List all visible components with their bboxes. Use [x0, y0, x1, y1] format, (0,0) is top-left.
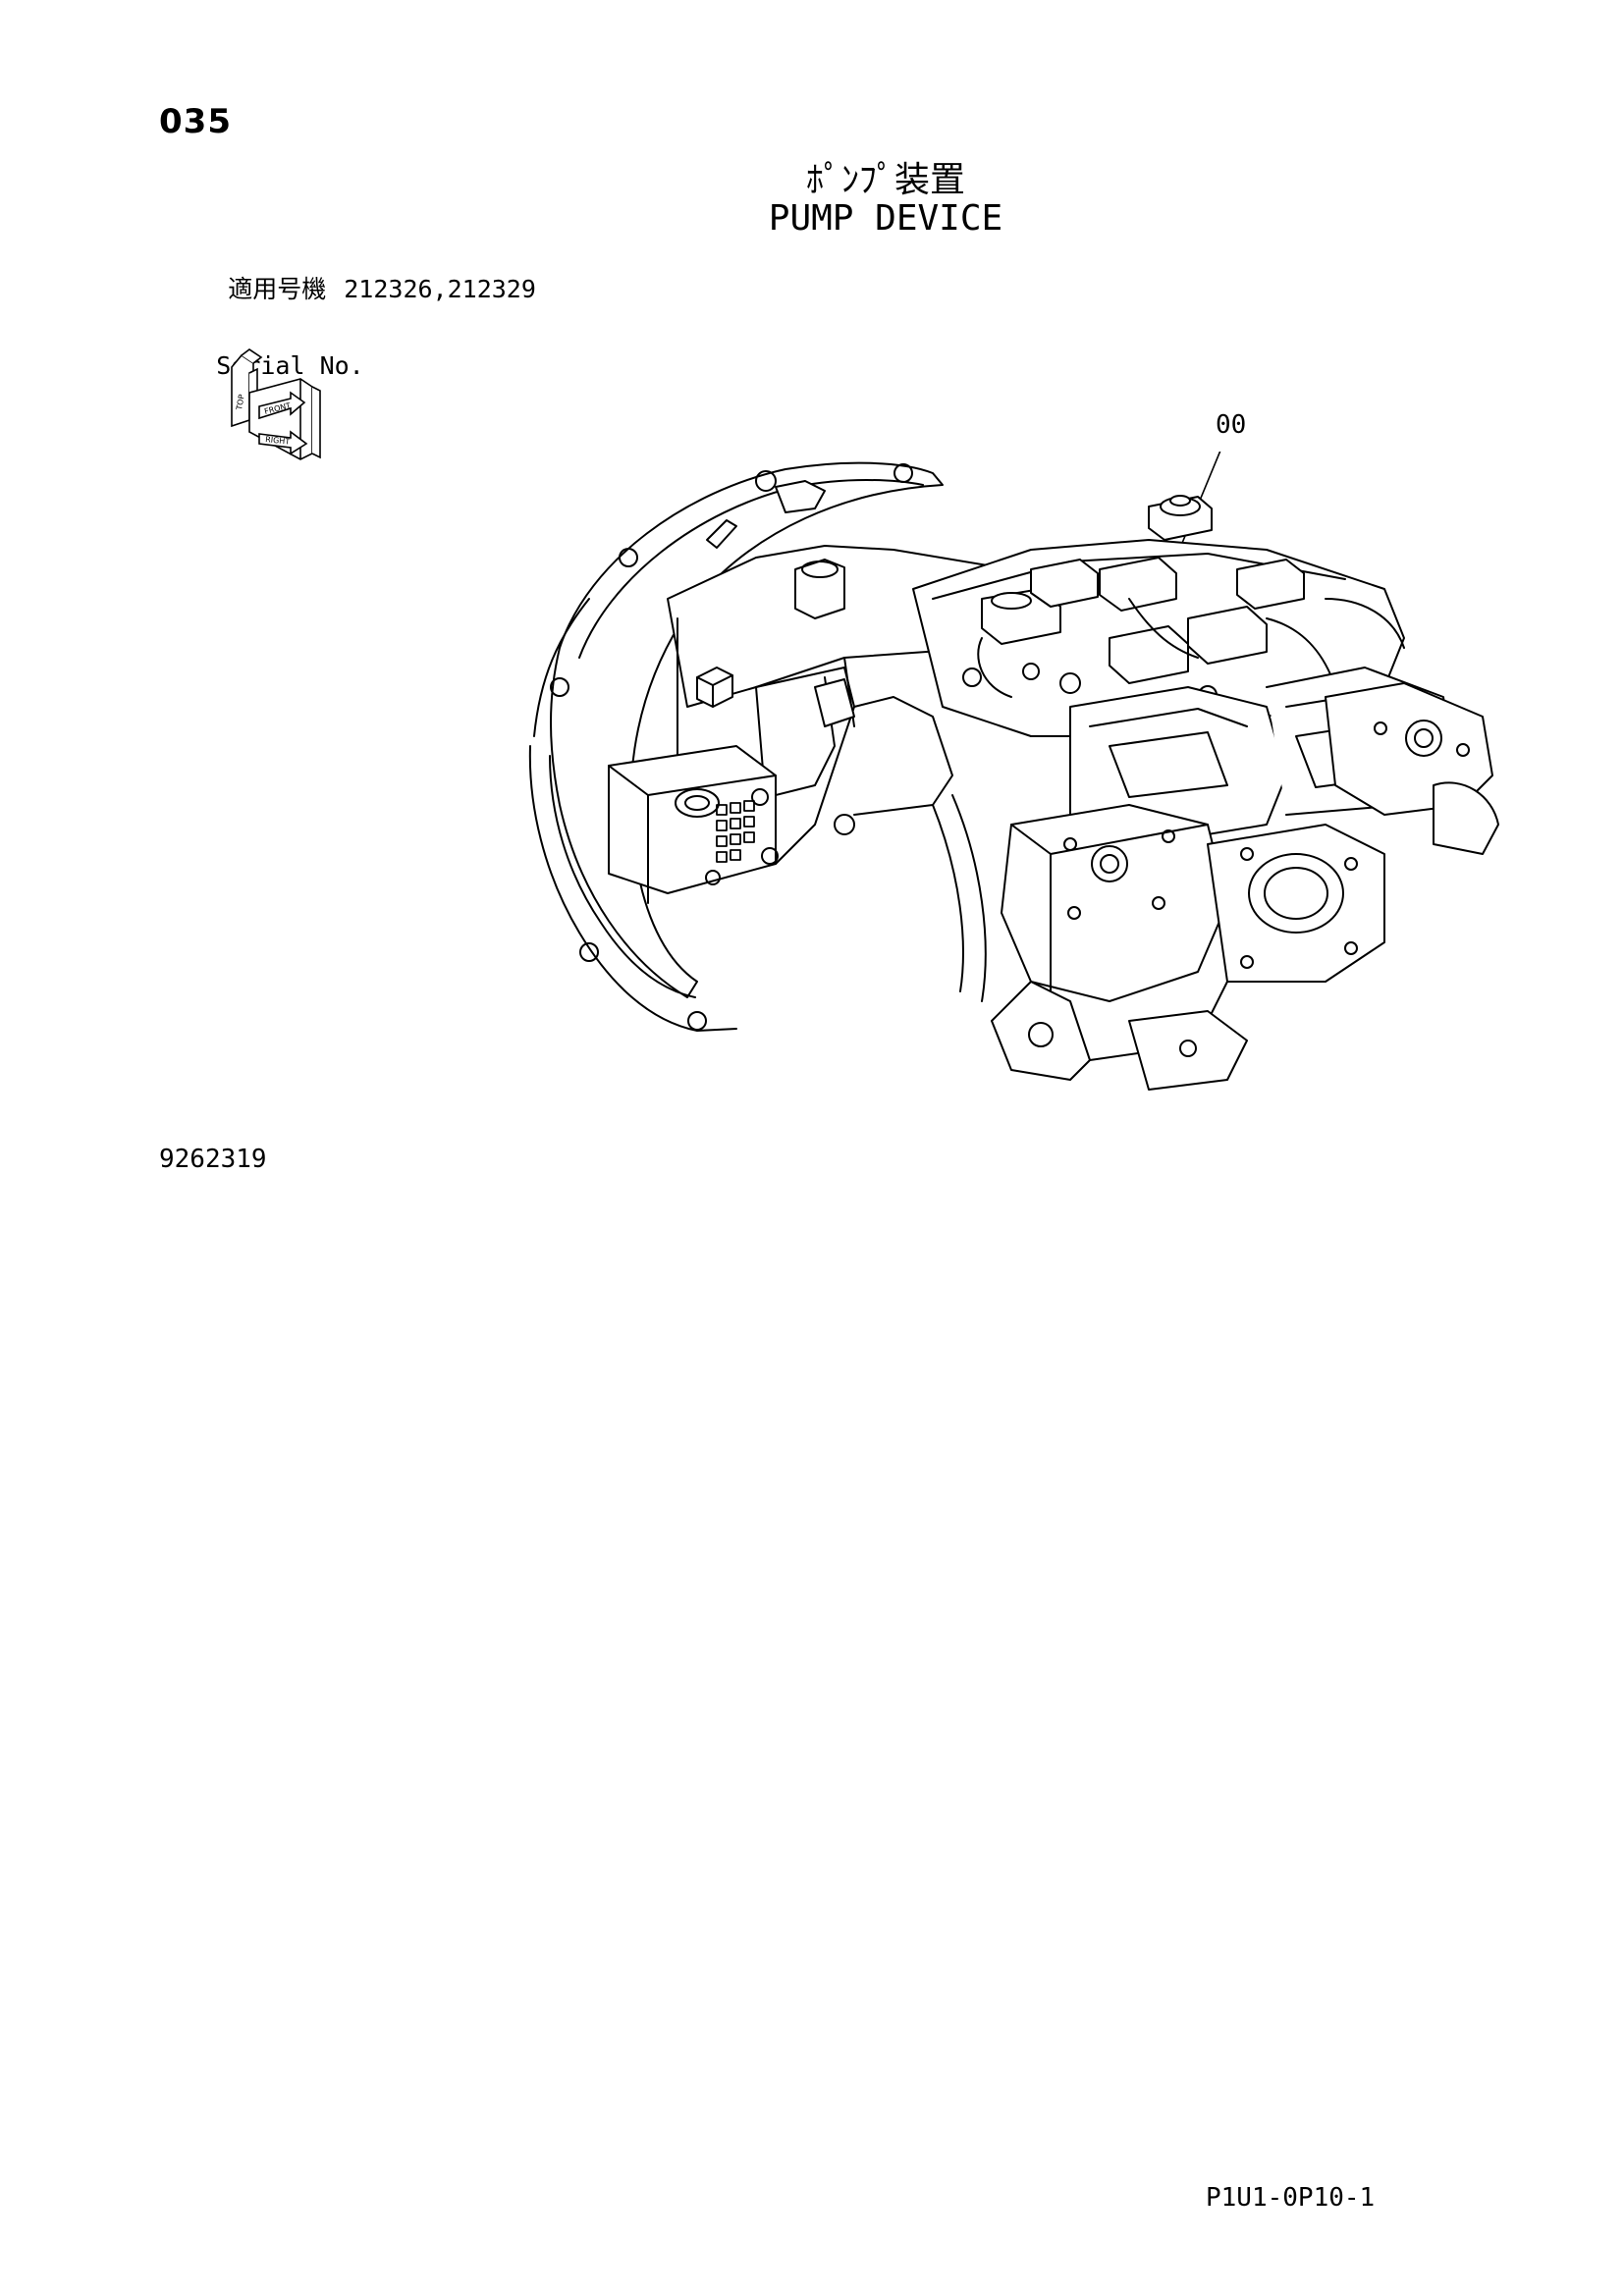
page-number: 035	[159, 102, 232, 141]
drawing-number: 9262319	[159, 1145, 267, 1174]
orientation-label-top: TOP	[235, 394, 246, 411]
serial-values: 212326,212329	[344, 275, 536, 303]
orientation-label-right: RIGHT	[265, 435, 291, 447]
pump-device-drawing	[520, 452, 1502, 1158]
callout-label: 00	[1216, 410, 1247, 440]
page-title-en: PUMP DEVICE	[768, 198, 1003, 239]
serial-label-jp: 適用号機	[228, 275, 327, 303]
page-code: P1U1-0P10-1	[1206, 2183, 1376, 2213]
page-title-jp: ﾎﾟﾝﾌﾟ装置	[805, 160, 965, 200]
orientation-indicator-icon: TOP FRONT RIGHT	[220, 344, 334, 481]
